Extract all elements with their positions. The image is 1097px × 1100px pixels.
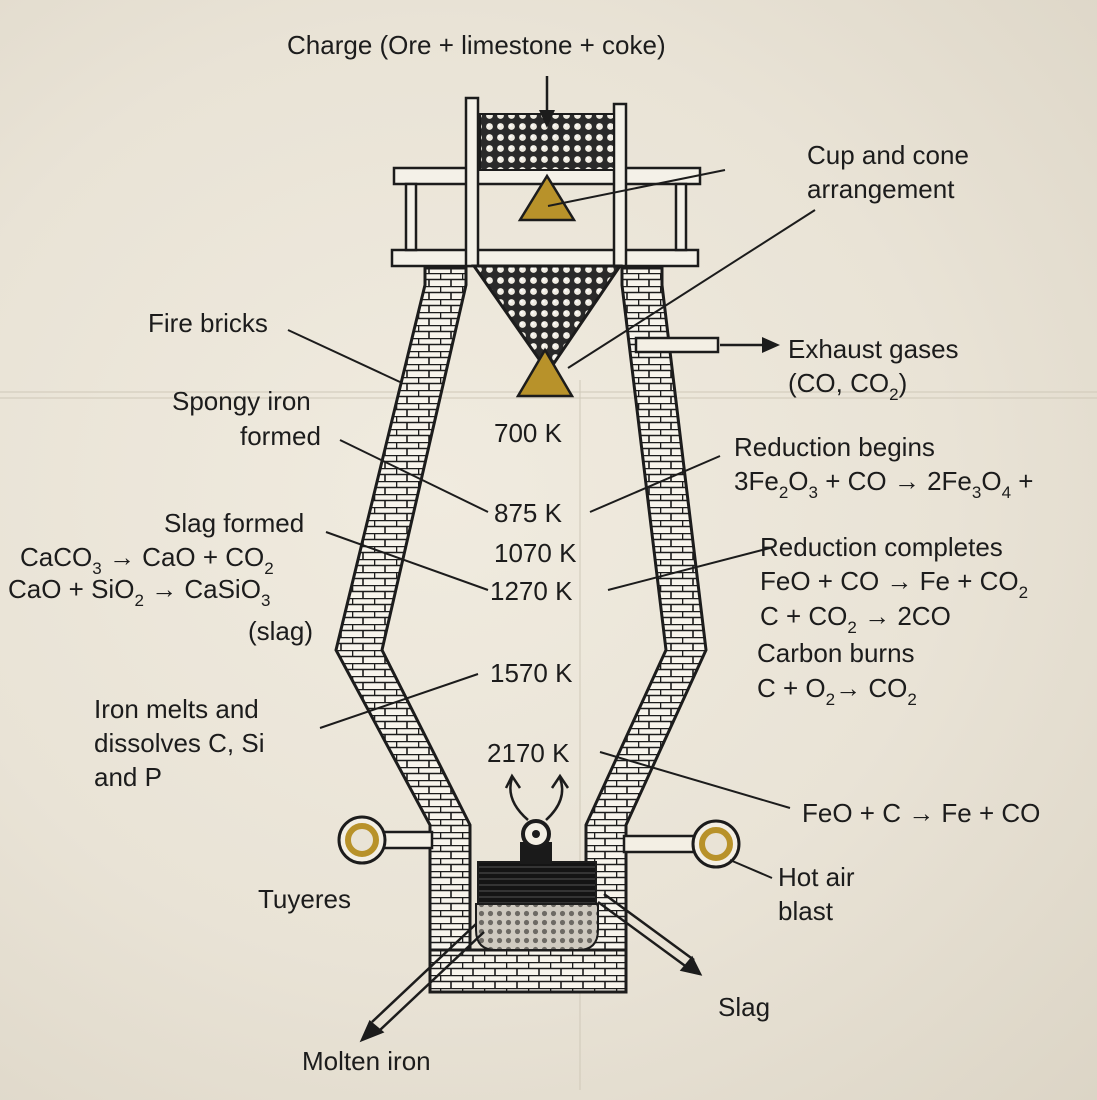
label-spongy-iron-1: Spongy iron: [172, 386, 311, 416]
label-carbon-burns: Carbon burns: [757, 638, 915, 668]
label-temp-2170: 2170 K: [487, 738, 570, 768]
label-c-o2-equation: C + O2→ CO2: [757, 673, 917, 709]
molten-iron-outlet: [359, 923, 485, 1043]
tuyere-right: [622, 819, 741, 869]
hearth-block: [520, 842, 552, 864]
label-slag-formed: Slag formed: [164, 508, 304, 538]
label-reduction-completes: Reduction completes: [760, 532, 1003, 562]
label-exhaust-composition: (CO, CO2): [788, 368, 907, 404]
label-feo-co-equation: FeO + CO → Fe + CO2: [760, 566, 1028, 602]
label-temp-1070: 1070 K: [494, 538, 577, 568]
label-slag: Slag: [718, 992, 770, 1022]
tuyere-left: [337, 815, 434, 865]
label-tuyeres: Tuyeres: [258, 884, 351, 914]
label-iron-melts-3: and P: [94, 762, 162, 792]
label-fire-bricks: Fire bricks: [148, 308, 268, 338]
label-cup-and-cone-1: Cup and cone: [807, 140, 969, 170]
label-feo-c-equation: FeO + C → Fe + CO: [802, 798, 1040, 828]
label-slag-paren: (slag): [248, 616, 313, 646]
right-wall: [584, 266, 708, 977]
label-molten-iron: Molten iron: [302, 1046, 431, 1076]
upper-cone: [517, 173, 577, 222]
label-c-co2-equation: C + CO2 → 2CO: [760, 601, 951, 637]
circulation-arrows: [504, 773, 570, 821]
label-spongy-iron-2: formed: [240, 421, 321, 451]
label-hot-air-2: blast: [778, 896, 834, 926]
lower-cone: [515, 347, 575, 398]
label-cup-and-cone-2: arrangement: [807, 174, 955, 204]
label-iron-melts-2: dissolves C, Si: [94, 728, 265, 758]
slag-outlet: [597, 892, 703, 976]
label-temp-1570: 1570 K: [490, 658, 573, 688]
label-hot-air-1: Hot air: [778, 862, 855, 892]
label-temp-1270: 1270 K: [490, 576, 573, 606]
label-temp-875: 875 K: [494, 498, 563, 528]
molten-iron-pool: [475, 903, 599, 951]
label-fe2o3-equation: 3Fe2O3 + CO → 2Fe3O4 +: [734, 466, 1033, 502]
label-casio3-equation: CaO + SiO2 → CaSiO3: [8, 574, 270, 610]
label-temp-700: 700 K: [494, 418, 563, 448]
hopper-funnel: [471, 264, 623, 375]
exhaust-pipe: [634, 336, 720, 354]
label-layer: Charge (Ore + limestone + coke) Cup and …: [8, 30, 1040, 1076]
label-caco3-equation: CaCO3 → CaO + CO2: [20, 542, 274, 578]
left-wall: [334, 266, 472, 977]
label-charge: Charge (Ore + limestone + coke): [287, 30, 666, 60]
label-iron-melts-1: Iron melts and: [94, 694, 259, 724]
label-exhaust-gases: Exhaust gases: [788, 334, 959, 364]
leader-lines: [287, 169, 816, 879]
slag-layer: [477, 861, 597, 905]
label-reduction-begins: Reduction begins: [734, 432, 935, 462]
